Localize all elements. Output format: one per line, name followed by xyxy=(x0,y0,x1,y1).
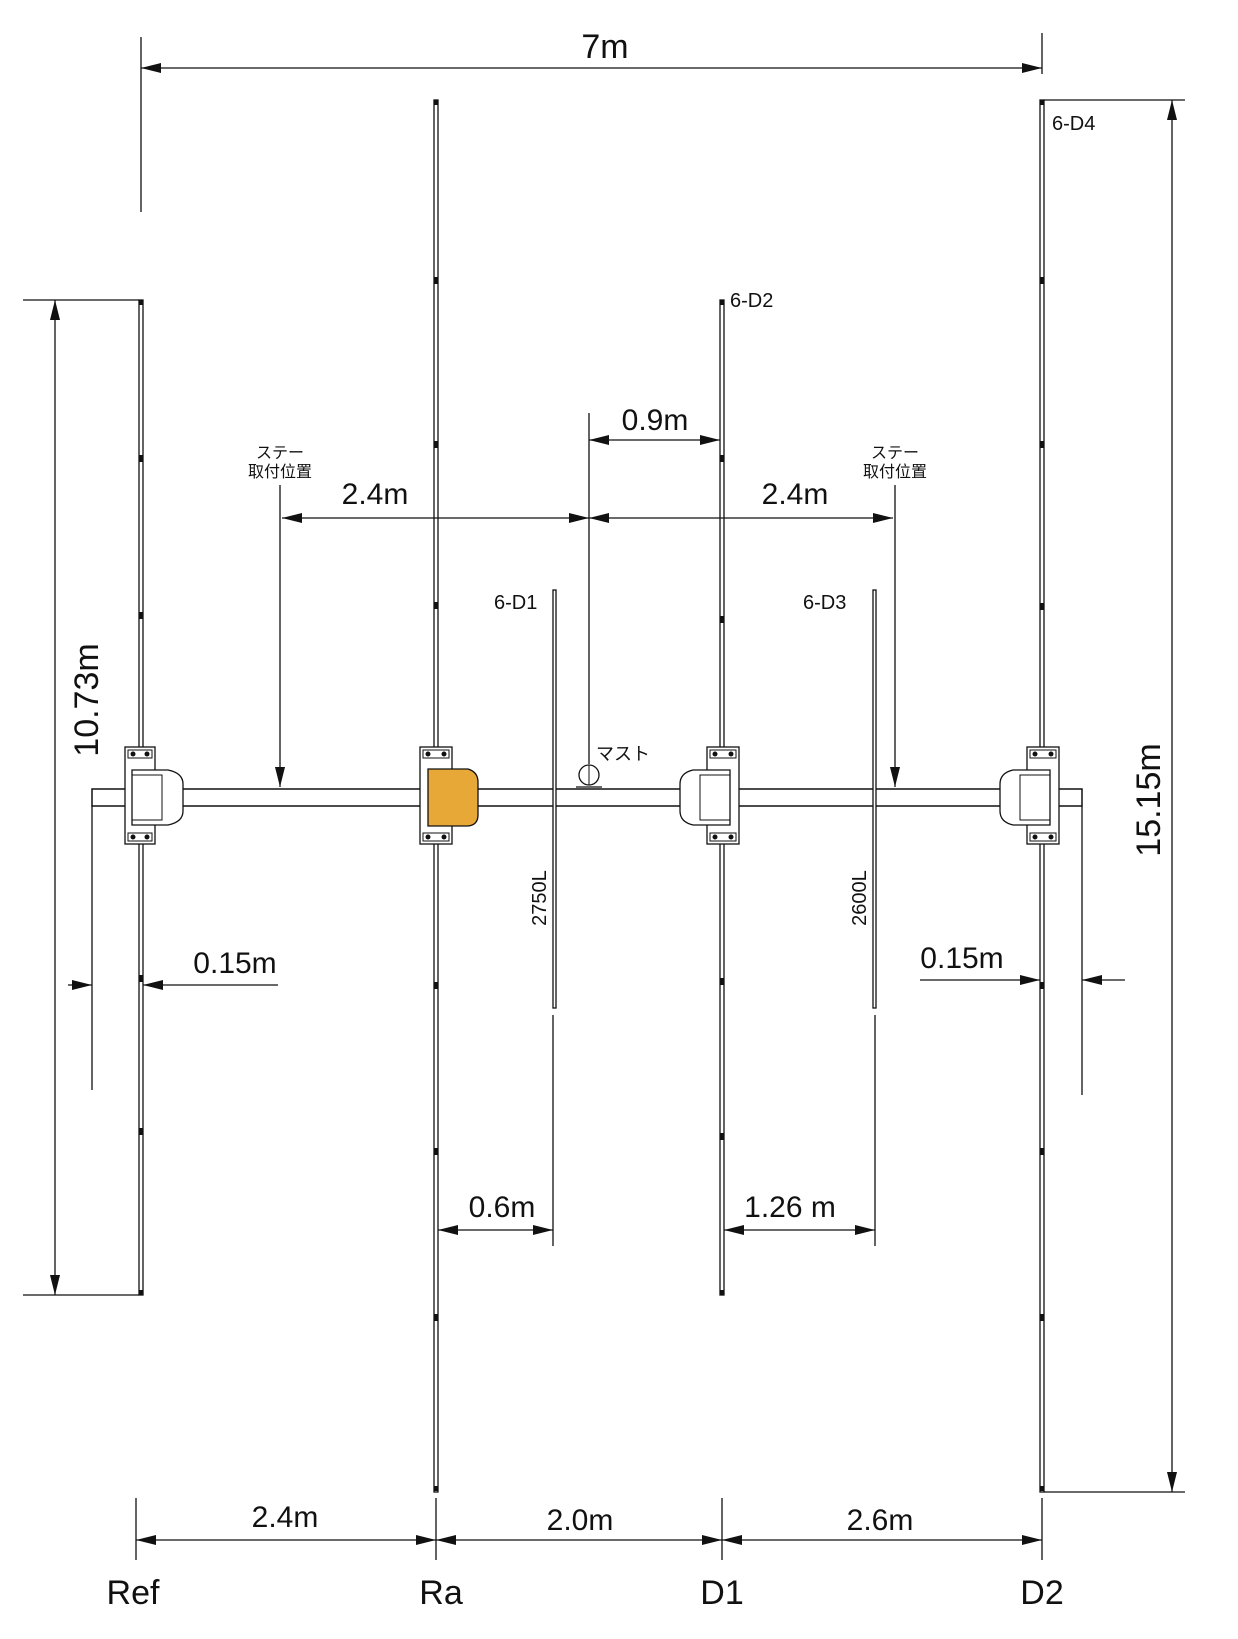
dim-overall-length: 7m xyxy=(581,28,628,66)
dim-d2-offset: 0.15m xyxy=(920,942,1003,975)
element-d3-aux xyxy=(872,589,877,1009)
dim-stay-left: 2.4m xyxy=(342,478,409,511)
stay-label-right-line2: 取付位置 xyxy=(863,463,927,481)
dim-ref-to-ra: 2.4m xyxy=(252,1501,319,1534)
dim-stay-right: 2.4m xyxy=(762,478,829,511)
clamp-ra-feed xyxy=(419,746,479,845)
clamp-d1 xyxy=(679,746,740,845)
tag-6-d4: 6-D4 xyxy=(1052,113,1095,135)
clamp-d2 xyxy=(999,746,1060,845)
label-d1: D1 xyxy=(700,1574,743,1612)
dim-ra-to-d1: 2.0m xyxy=(547,1504,614,1537)
stay-label-left-line1: ステー xyxy=(256,445,304,462)
mast-label: マスト xyxy=(596,744,650,764)
dim-d1-to-d3aux: 1.26 m xyxy=(744,1191,836,1224)
label-ref: Ref xyxy=(107,1574,160,1612)
tag-6-d2: 6-D2 xyxy=(730,290,773,312)
dim-ra-to-d1aux: 0.6m xyxy=(469,1191,536,1224)
dim-ref-offset: 0.15m xyxy=(193,947,276,980)
tag-6-d1: 6-D1 xyxy=(494,592,537,614)
label-d2: D2 xyxy=(1020,1574,1063,1612)
mast-symbol xyxy=(576,764,602,788)
tag-6-d3: 6-D3 xyxy=(803,592,846,614)
dim-mast-to-d1: 0.9m xyxy=(622,404,689,437)
dim-d1aux-length: 2750L xyxy=(529,870,551,926)
dim-d3aux-length: 2600L xyxy=(849,870,871,926)
dim-d2-length: 15.15m xyxy=(1130,743,1168,856)
feed-box xyxy=(427,768,479,827)
stay-label-right-line1: ステー xyxy=(871,445,919,462)
label-ra: Ra xyxy=(419,1574,463,1612)
dim-ref-length: 10.73m xyxy=(68,643,106,756)
stay-label-left-line2: 取付位置 xyxy=(248,463,312,481)
dimension-lines xyxy=(23,33,1185,1560)
boom xyxy=(91,788,1083,807)
clamp-ref xyxy=(124,746,184,845)
dim-d1-to-d2: 2.6m xyxy=(847,1504,914,1537)
element-d1-aux xyxy=(552,589,557,1009)
